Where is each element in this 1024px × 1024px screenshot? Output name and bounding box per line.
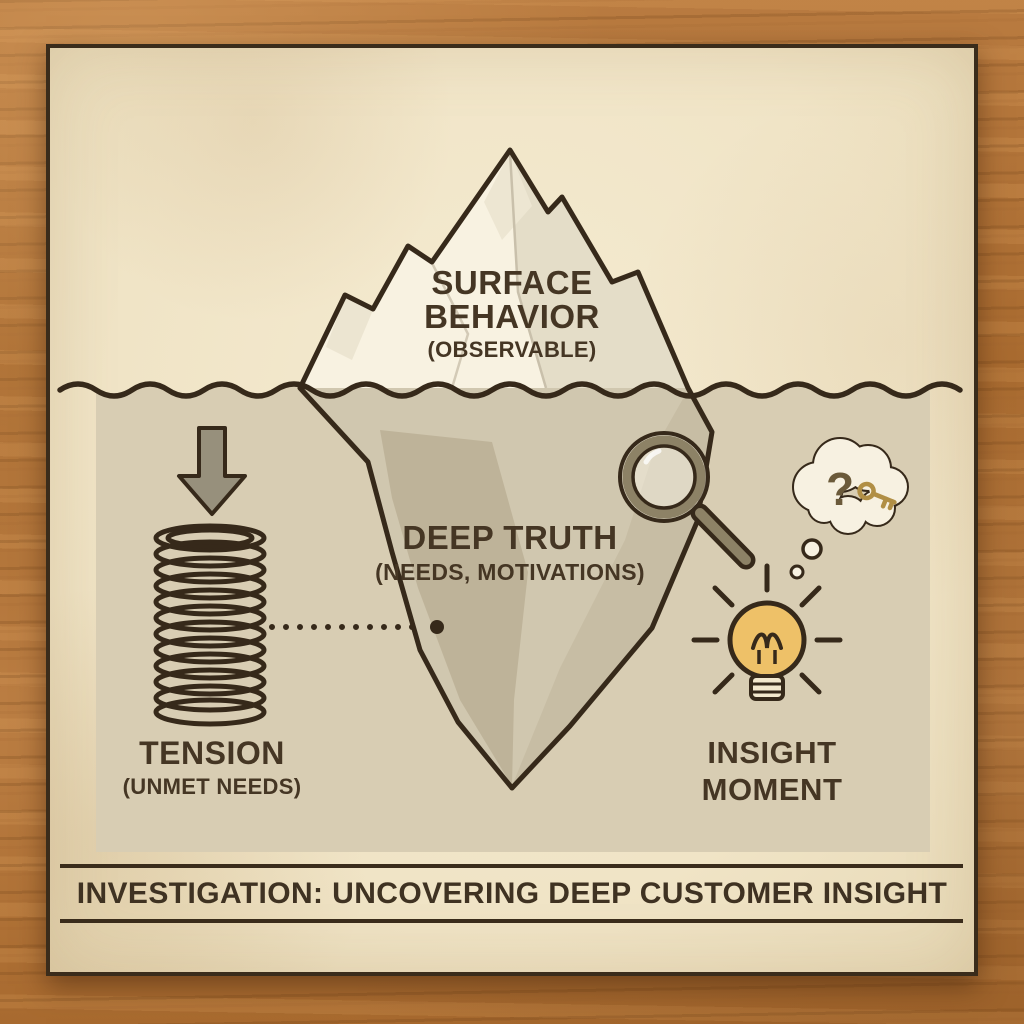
- thought-cloud-icon: ?: [789, 437, 909, 580]
- question-mark: ?: [826, 463, 854, 515]
- iceberg-illustration: [297, 147, 715, 791]
- insight-line1: INSIGHT: [707, 735, 837, 770]
- tension-line1: TENSION: [139, 735, 285, 771]
- tension-sub: (UNMET NEEDS): [122, 773, 302, 799]
- magnifier-icon: [618, 431, 756, 570]
- waterline: [57, 381, 963, 399]
- insight-line2: MOMENT: [701, 771, 843, 807]
- surface-line1: SURFACE: [431, 264, 593, 301]
- key-icon: [857, 481, 897, 511]
- arrow-down-icon: [177, 426, 247, 516]
- deep-truth-label: DEEP TRUTH (NEEDS, MOTIVATIONS): [375, 521, 645, 586]
- dotted-connector: [269, 620, 444, 634]
- deep-line1: DEEP TRUTH: [402, 519, 618, 556]
- insight-moment-label: INSIGHT MOMENT: [702, 735, 843, 808]
- footer-title: INVESTIGATION: UNCOVERING DEEP CUSTOMER …: [76, 877, 948, 910]
- lightbulb-icon: [691, 563, 843, 701]
- surface-behavior-label: SURFACE BEHAVIOR (OBSERVABLE): [424, 266, 600, 364]
- spring-icon: [153, 523, 267, 727]
- iceberg-above: [300, 150, 688, 389]
- surface-sub: (OBSERVABLE): [427, 337, 597, 363]
- surface-line2: BEHAVIOR: [424, 297, 600, 335]
- tension-label: TENSION (UNMET NEEDS): [123, 737, 302, 800]
- deep-sub: (NEEDS, MOTIVATIONS): [375, 558, 645, 585]
